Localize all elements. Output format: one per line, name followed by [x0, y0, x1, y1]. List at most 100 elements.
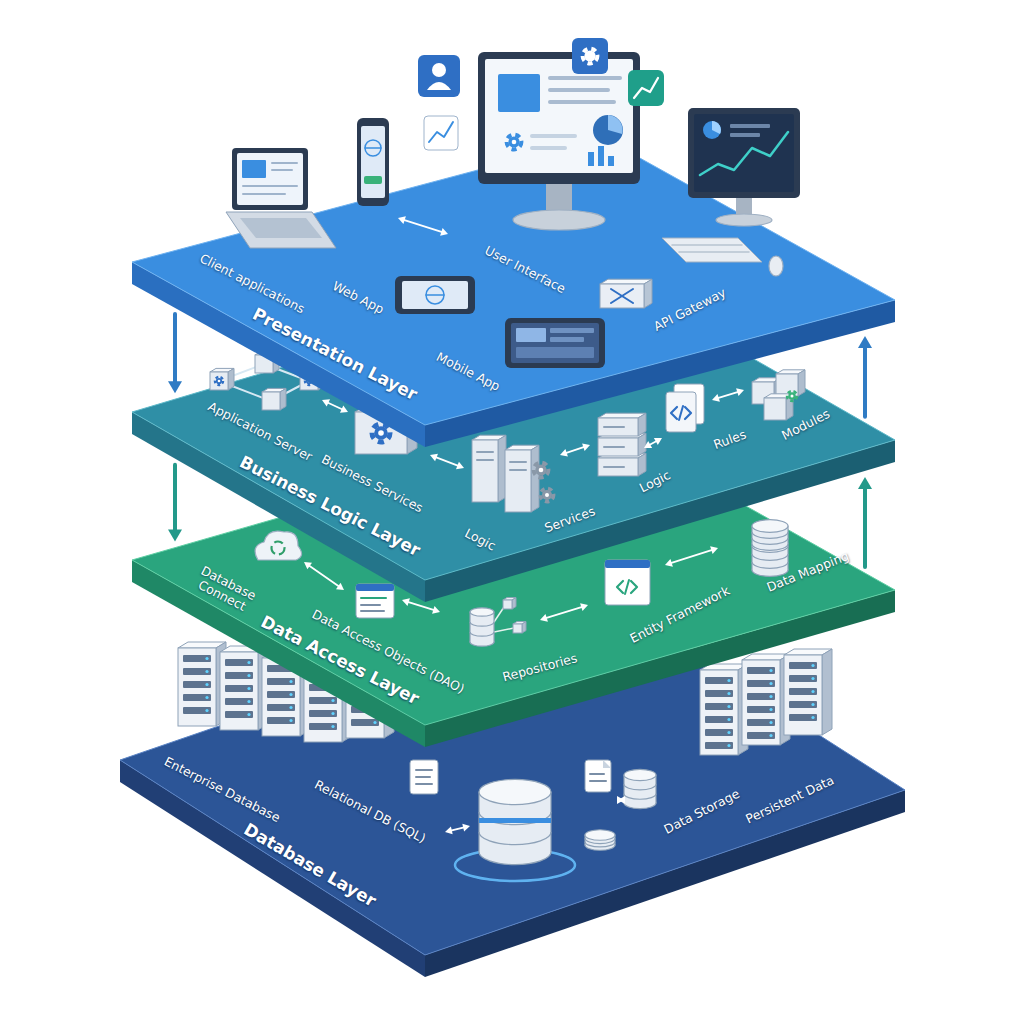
monitor-pie [608, 115, 623, 134]
server-rack [309, 723, 337, 730]
stack-slot [604, 446, 624, 448]
double-arrow [665, 546, 718, 566]
server-rack [346, 660, 384, 738]
server-rack [784, 649, 832, 735]
server-rack [309, 710, 337, 717]
tower-slot [510, 469, 526, 471]
mobile-globe [426, 286, 444, 304]
stack-slot [604, 426, 624, 428]
server-rack [267, 717, 295, 724]
server-rack [205, 670, 208, 673]
network-gear [306, 378, 312, 384]
db-stripe [479, 818, 551, 823]
dashboard-stand [736, 198, 752, 216]
stack-slot [604, 466, 624, 468]
network-gear [308, 380, 311, 383]
gateway-box [600, 284, 644, 308]
server-rack [789, 714, 817, 721]
phone-body [357, 118, 389, 206]
entity-header [605, 560, 650, 568]
arrow-shaft [566, 447, 585, 453]
rules-icon [666, 384, 704, 432]
server-rack [747, 680, 775, 687]
server-rack [727, 679, 730, 682]
server-rack [262, 652, 310, 736]
arrow-shaft [671, 550, 713, 563]
double-arrow [560, 443, 590, 456]
double-arrow [402, 598, 440, 613]
server-rack [304, 658, 352, 664]
monitor-screen [485, 59, 633, 173]
server-rack [789, 675, 817, 682]
phone-globe [365, 147, 381, 149]
server-rack [727, 718, 730, 721]
dashboard-screen [694, 114, 794, 192]
network-node [300, 372, 318, 390]
server-rack [178, 642, 226, 726]
arrow-head [580, 603, 588, 611]
monitor-gear [512, 140, 517, 145]
mapping-db [752, 562, 788, 568]
laptop-keys [240, 218, 322, 238]
tower-slot [477, 451, 493, 453]
double-arrow [644, 438, 662, 448]
server-rack [705, 677, 733, 684]
server-rack [304, 664, 342, 742]
mapping-db [752, 554, 788, 560]
tablet-line [550, 337, 584, 342]
monitor-base [513, 210, 605, 230]
repo-db [493, 612, 494, 642]
server-rack [267, 678, 295, 685]
double-arrow [617, 796, 625, 804]
arrow-head [440, 228, 448, 236]
server-rack [351, 667, 379, 674]
logic-gear [535, 464, 546, 475]
server-rack [811, 703, 814, 706]
laptop-panel [242, 160, 266, 178]
server-stack [598, 413, 646, 476]
gear [583, 49, 598, 64]
monitor-bar [608, 156, 614, 166]
service-icon [355, 406, 417, 454]
phone-screen [361, 126, 385, 198]
tablet-icon [505, 318, 605, 368]
server-rack [289, 667, 292, 670]
network-gear [218, 380, 221, 383]
service-gear [378, 430, 384, 436]
server-rack [262, 658, 300, 736]
arrow-shaft [327, 403, 342, 410]
repo-db [470, 608, 494, 646]
server-rack [384, 654, 394, 738]
server-rack [289, 719, 292, 722]
server-rack [769, 669, 772, 672]
server-rack [769, 708, 772, 711]
server-rack [351, 693, 379, 700]
server-rack [747, 693, 775, 700]
logic-gear [539, 468, 544, 473]
server-rack [705, 729, 733, 736]
code-symbol [625, 580, 629, 594]
sync-symbol [272, 542, 285, 555]
stack-unit [598, 458, 638, 476]
server-rack [784, 655, 822, 735]
server-rack [769, 682, 772, 685]
arrow-shaft [546, 607, 583, 618]
sql-line [416, 783, 432, 785]
code-symbol [617, 581, 623, 593]
storage-doc-icon [585, 760, 611, 792]
repo-db [470, 632, 494, 636]
connector-head [858, 336, 872, 348]
logic-gear [540, 488, 553, 501]
entity-window [605, 560, 650, 605]
module-gear [788, 392, 795, 399]
central-db [479, 832, 551, 845]
double-arrow [398, 216, 448, 235]
server-rack [373, 708, 376, 711]
server-rack [183, 668, 211, 675]
laptop-line [243, 185, 297, 187]
mapping-db [751, 546, 752, 570]
server-rack [178, 648, 216, 726]
server-rack [225, 711, 253, 718]
storage-db [655, 775, 656, 803]
trend-icon [424, 116, 458, 150]
